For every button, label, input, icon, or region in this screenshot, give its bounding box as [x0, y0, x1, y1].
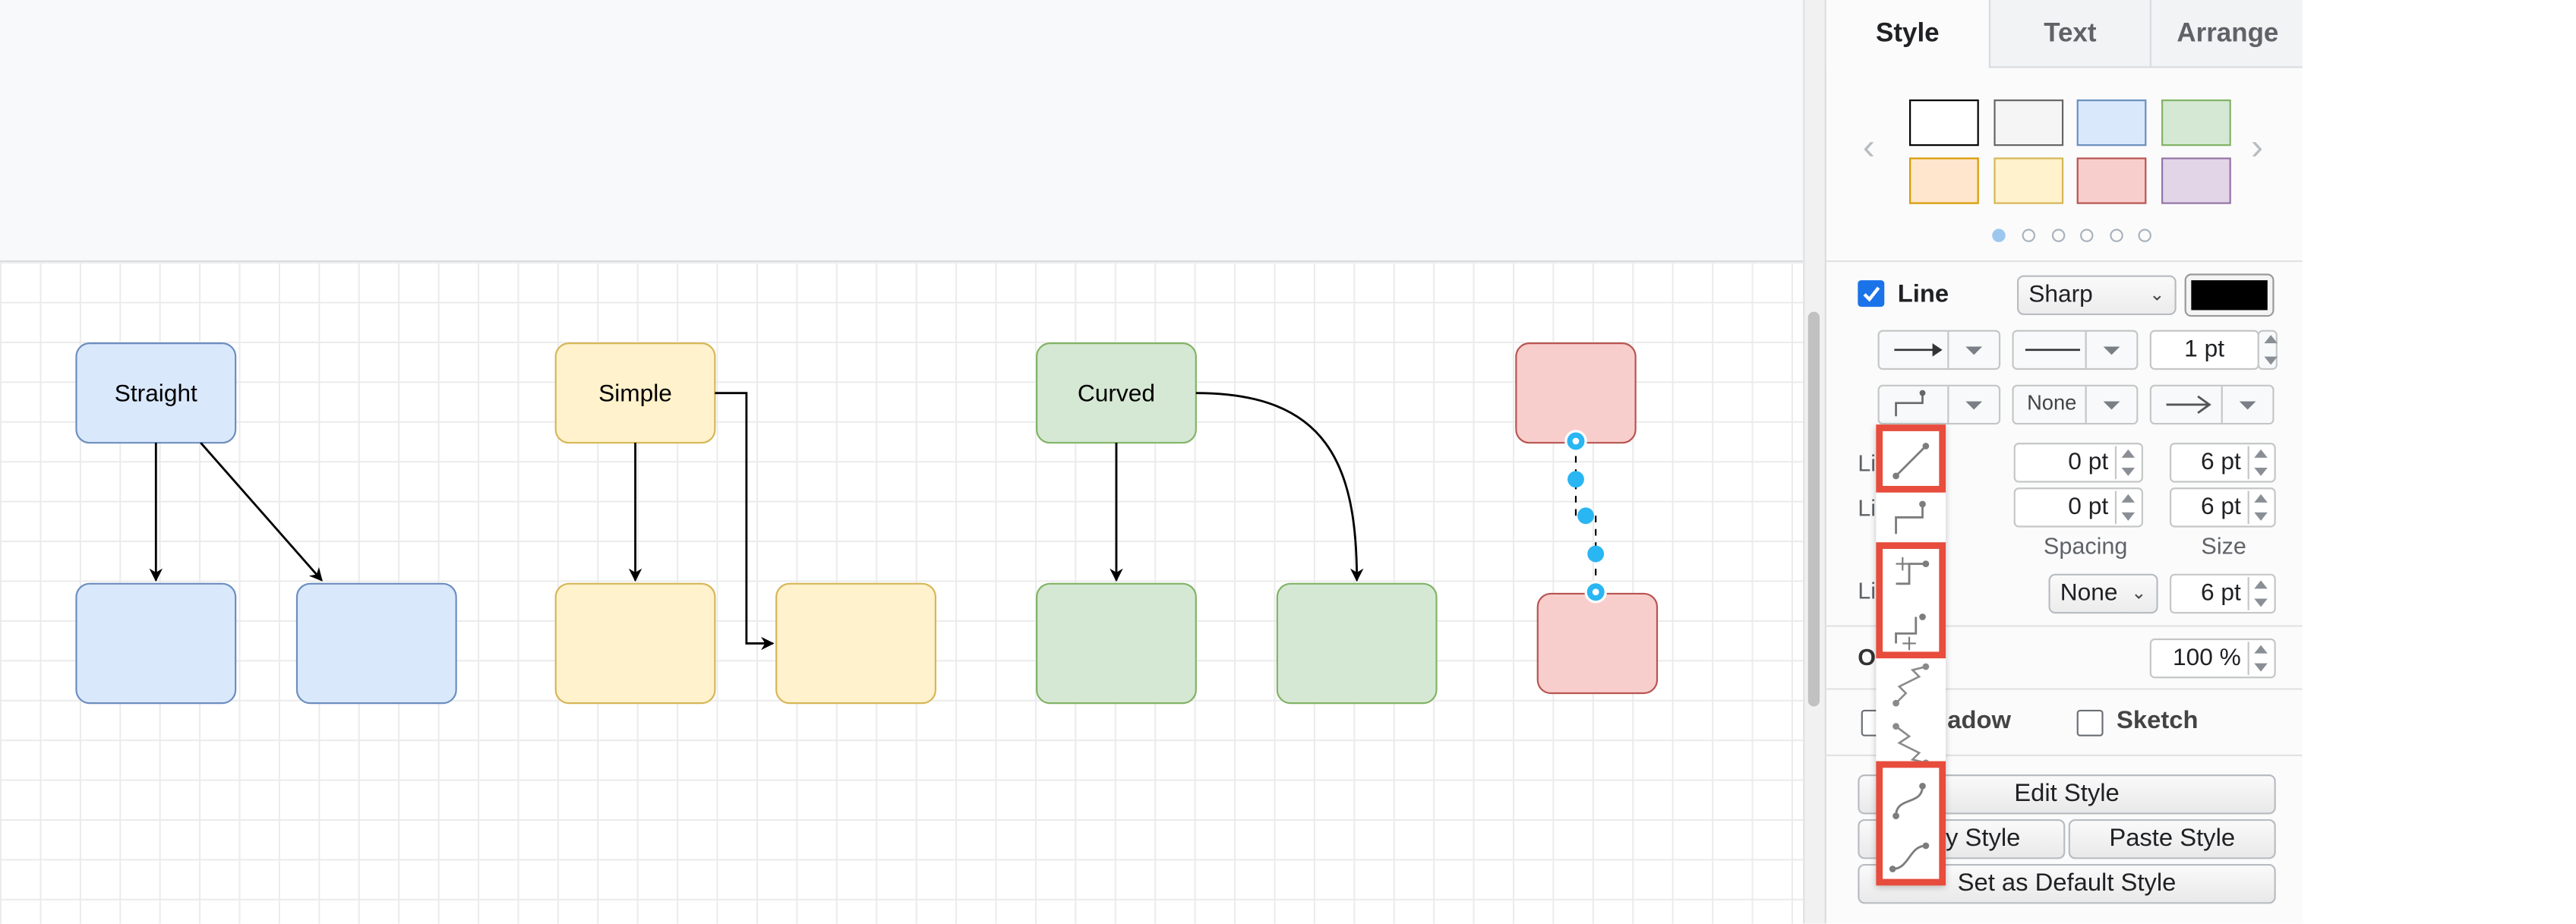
- shape-yellow-target-2[interactable]: [775, 582, 936, 705]
- orthogonal-waypoint-icon: [1895, 389, 1926, 417]
- entity-relation-icon[interactable]: [1876, 826, 1946, 886]
- paste-style-button[interactable]: Paste Style: [2068, 818, 2276, 859]
- style-swatch[interactable]: [2076, 157, 2147, 204]
- isometric-waypoint-icon[interactable]: [1876, 657, 1946, 717]
- tab-arrange[interactable]: Arrange: [2149, 0, 2304, 68]
- shape-simple-label: Simple: [598, 380, 672, 407]
- copy-style-label: y Style: [1946, 824, 2021, 853]
- chevron-right-icon[interactable]: ›: [2250, 125, 2263, 168]
- line-style-value: Sharp: [2028, 282, 2093, 309]
- style-swatch[interactable]: [2161, 99, 2231, 147]
- straight-waypoint-icon[interactable]: [1876, 431, 1946, 491]
- shape-blue-target-2[interactable]: [295, 582, 457, 705]
- waypoint-handle[interactable]: [1567, 471, 1584, 488]
- line-width-input[interactable]: 1 pt: [2149, 330, 2259, 371]
- page-dot[interactable]: [2051, 229, 2066, 242]
- shape-blue-target-1[interactable]: [75, 582, 237, 705]
- diagram-svg: Straight Simple Curved: [75, 342, 1659, 705]
- curved-waypoint-icon[interactable]: [1876, 769, 1946, 829]
- sketch-label: Sketch: [2117, 706, 2199, 735]
- shadow-label: adow: [1947, 706, 2012, 735]
- waypoint-style-menu: [1876, 424, 1946, 886]
- orthogonal-waypoint-icon[interactable]: [1876, 487, 1946, 547]
- shape-red-source[interactable]: [1515, 342, 1637, 444]
- line-jumps-select[interactable]: None ⌄: [2048, 573, 2158, 614]
- line-label: Line: [1897, 280, 1949, 309]
- line-width-stepper[interactable]: [2257, 330, 2278, 371]
- line-style-select[interactable]: Sharp ⌄: [2016, 275, 2177, 315]
- chevron-down-icon: ⌄: [2149, 285, 2165, 305]
- chevron-down-icon: ⌄: [2131, 583, 2147, 604]
- divider: [1826, 260, 2304, 263]
- style-swatch[interactable]: [1909, 157, 1979, 204]
- page-dot-active[interactable]: [1992, 229, 2006, 242]
- line-end-dropdown[interactable]: [2149, 384, 2275, 425]
- arrow-right-icon: [1894, 343, 1943, 357]
- line-end-spacing-input[interactable]: 0 pt: [2013, 443, 2143, 483]
- connection-arrow-dropdown[interactable]: [1877, 330, 2001, 371]
- line-end-size-input[interactable]: 6 pt: [2169, 443, 2276, 483]
- line-start-spacing-input[interactable]: 0 pt: [2013, 487, 2143, 528]
- line-checkbox[interactable]: [1858, 280, 1885, 307]
- spacing-label: Spacing: [2043, 532, 2128, 560]
- line-color-picker[interactable]: [2184, 273, 2275, 317]
- line-start-dropdown[interactable]: None: [2012, 384, 2139, 425]
- connector-straight-2[interactable]: [200, 442, 323, 582]
- line-jumps-value: None: [2060, 580, 2118, 607]
- divider: [1826, 688, 2304, 690]
- selected-edge-handles[interactable]: [1564, 430, 1607, 604]
- solid-line-icon: [2025, 348, 2080, 352]
- scrollbar-thumb[interactable]: [1807, 311, 1820, 707]
- chevron-left-icon[interactable]: ‹: [1862, 125, 1875, 168]
- tab-text[interactable]: Text: [1988, 0, 2150, 68]
- size-label: Size: [2201, 532, 2246, 560]
- page-dot[interactable]: [2079, 229, 2094, 242]
- line-jumps-size-input[interactable]: 6 pt: [2169, 573, 2276, 614]
- line-pattern-dropdown[interactable]: [2012, 330, 2139, 371]
- connector-simple-2[interactable]: [715, 392, 775, 651]
- waypoints-dropdown[interactable]: [1877, 384, 2001, 425]
- connector-curved-2[interactable]: [1195, 392, 1364, 582]
- waypoint-handle[interactable]: [1587, 545, 1605, 563]
- canvas-top-area: [0, 0, 1804, 263]
- blank-area: [2302, 0, 2576, 924]
- isometric-vertical-icon[interactable]: [1876, 713, 1946, 773]
- style-swatch[interactable]: [1994, 99, 2064, 147]
- sketch-checkbox[interactable]: [2076, 709, 2104, 736]
- horizontal-elbow-icon[interactable]: [1876, 601, 1946, 661]
- style-swatch[interactable]: [2161, 157, 2231, 204]
- line-color-swatch: [2191, 280, 2268, 311]
- line-start-value: None: [2027, 391, 2077, 415]
- divider: [1826, 625, 2304, 627]
- waypoint-handle[interactable]: [1577, 507, 1595, 525]
- style-swatch[interactable]: [2076, 99, 2147, 147]
- shape-red-target[interactable]: [1536, 592, 1659, 695]
- opacity-input[interactable]: 100 %: [2149, 638, 2276, 679]
- style-swatch[interactable]: [1994, 157, 2064, 204]
- vertical-elbow-icon[interactable]: [1876, 544, 1946, 604]
- divider: [1826, 754, 2304, 756]
- shape-green-target-2[interactable]: [1276, 582, 1438, 705]
- format-panel: Style Text Arrange ‹ › Line Sharp ⌄: [1824, 0, 2304, 924]
- shape-yellow-target-1[interactable]: [554, 582, 716, 705]
- arrow-right-icon: [2166, 395, 2211, 415]
- page-dot[interactable]: [2110, 229, 2123, 242]
- shape-straight-label: Straight: [115, 380, 197, 407]
- tab-style[interactable]: Style: [1826, 0, 1989, 68]
- style-swatch[interactable]: [1909, 99, 1979, 147]
- page-dot[interactable]: [2022, 229, 2036, 242]
- shape-curved-label: Curved: [1078, 380, 1155, 407]
- shape-green-target-1[interactable]: [1036, 582, 1197, 705]
- page-dot[interactable]: [2138, 229, 2151, 242]
- line-start-size-input[interactable]: 6 pt: [2169, 487, 2276, 528]
